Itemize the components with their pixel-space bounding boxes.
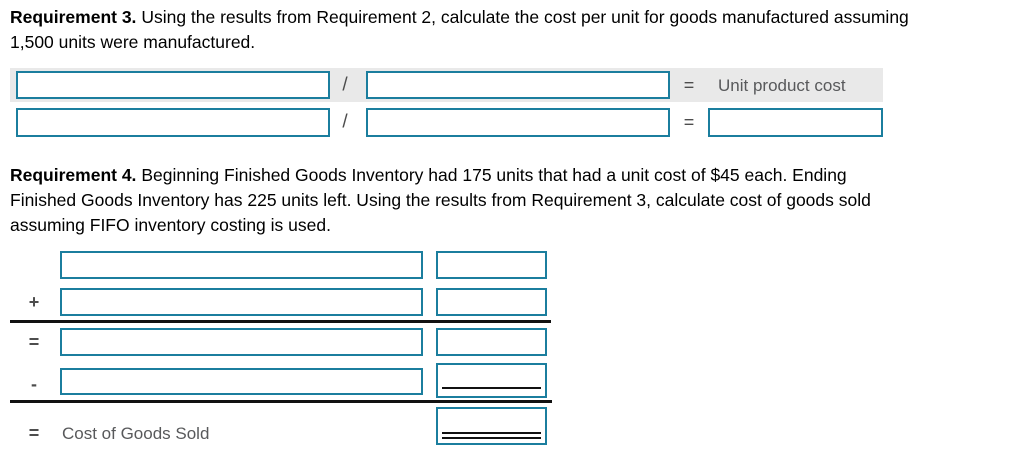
equals-operator: =	[683, 112, 695, 132]
requirement3-paragraph: Requirement 3. Using the results from Re…	[10, 5, 909, 55]
unit-cost-denominator-value-input[interactable]	[366, 108, 670, 137]
unit-cost-numerator-input[interactable]	[16, 71, 330, 99]
double-underline-bottom	[442, 437, 541, 439]
cogs-row3-amount-input[interactable]	[436, 328, 547, 356]
requirement4-paragraph: Requirement 4. Beginning Finished Goods …	[10, 163, 871, 238]
requirement3-line2: 1,500 units were manufactured.	[10, 32, 256, 52]
total-rule	[10, 400, 552, 403]
cogs-row2-description-input[interactable]	[60, 288, 423, 316]
divide-operator: /	[342, 111, 348, 133]
plus-operator: +	[28, 292, 40, 312]
requirement4-line3: assuming FIFO inventory costing is used.	[10, 215, 331, 235]
cost-of-goods-sold-label: Cost of Goods Sold	[62, 424, 210, 443]
requirement4-line1: Requirement 4. Beginning Finished Goods …	[10, 165, 847, 185]
cogs-total-amount-input[interactable]	[436, 407, 547, 445]
unit-product-cost-result-input[interactable]	[708, 108, 883, 137]
cogs-row1-description-input[interactable]	[60, 251, 423, 279]
unit-cost-denominator-input[interactable]	[366, 71, 670, 99]
unit-product-cost-label: Unit product cost	[718, 76, 846, 95]
equals-operator: =	[28, 423, 40, 443]
single-underline	[442, 387, 541, 389]
requirement4-title: Requirement 4.	[10, 165, 137, 185]
cogs-row3-description-input[interactable]	[60, 328, 423, 356]
subtotal-rule	[10, 320, 551, 323]
equals-operator: =	[683, 75, 695, 95]
equals-operator: =	[28, 332, 40, 352]
cogs-row4-description-input[interactable]	[60, 368, 423, 395]
cogs-row4-amount-input[interactable]	[436, 363, 547, 398]
unit-cost-numerator-value-input[interactable]	[16, 108, 330, 137]
minus-operator: -	[31, 374, 37, 394]
requirement3-title: Requirement 3.	[10, 7, 137, 27]
double-underline-top	[442, 432, 541, 434]
cogs-row2-amount-input[interactable]	[436, 288, 547, 316]
requirement3-line1: Requirement 3. Using the results from Re…	[10, 7, 909, 27]
divide-operator: /	[342, 74, 348, 96]
cogs-row1-amount-input[interactable]	[436, 251, 547, 279]
requirement4-line2: Finished Goods Inventory has 225 units l…	[10, 190, 871, 210]
